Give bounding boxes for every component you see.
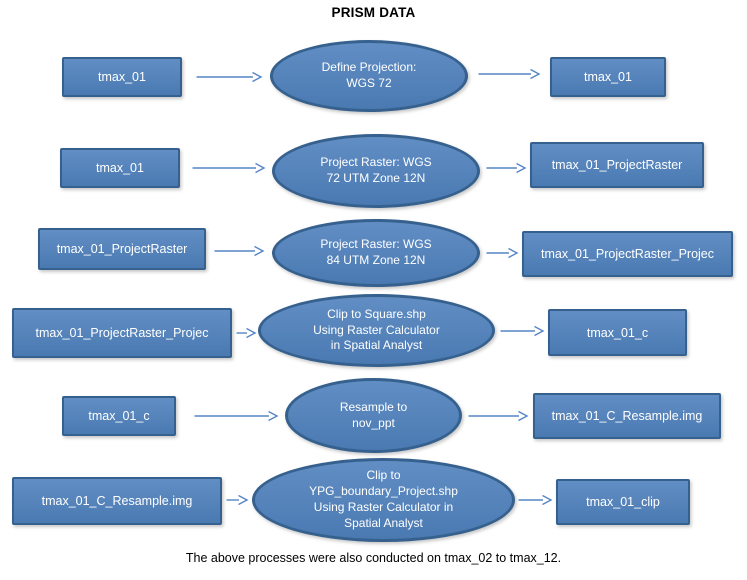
diagram-title: PRISM DATA: [331, 5, 416, 20]
flow-node-input: tmax_01_c: [62, 396, 176, 436]
flow-arrow: [236, 327, 257, 339]
flow-node-input: tmax_01_C_Resample.img: [12, 477, 222, 525]
flow-arrow: [194, 410, 279, 422]
flow-node-process: Resample to nov_ppt: [285, 378, 462, 453]
flow-node-input: tmax_01_ProjectRaster_Projec: [12, 308, 232, 358]
flow-arrow: [468, 410, 529, 422]
flow-arrow: [500, 325, 545, 337]
flow-arrow: [486, 247, 519, 259]
flow-node-output: tmax_01_ProjectRaster_Projec: [522, 231, 733, 277]
flow-node-process: Clip to YPG_boundary_Project.shp Using R…: [252, 458, 515, 542]
flow-node-input: tmax_01: [62, 57, 182, 97]
footer-note: The above processes were also conducted …: [185, 551, 562, 565]
flow-node-process: Clip to Square.shp Using Raster Calculat…: [258, 294, 495, 367]
flow-arrow: [518, 494, 553, 506]
flow-node-output: tmax_01: [550, 57, 666, 97]
flow-node-input: tmax_01: [60, 148, 180, 188]
flow-arrow: [226, 494, 249, 506]
flow-node-process: Project Raster: WGS 72 UTM Zone 12N: [272, 134, 480, 208]
flow-arrow: [196, 71, 263, 83]
flow-node-process: Define Projection: WGS 72: [270, 40, 468, 112]
flow-arrow: [478, 68, 541, 80]
flow-node-process: Project Raster: WGS 84 UTM Zone 12N: [272, 219, 480, 287]
flow-node-output: tmax_01_clip: [556, 479, 690, 525]
flow-arrow: [486, 162, 527, 174]
flow-arrow: [192, 162, 266, 174]
flow-node-input: tmax_01_ProjectRaster: [38, 228, 206, 270]
flow-node-output: tmax_01_ProjectRaster: [530, 142, 704, 188]
flow-node-output: tmax_01_C_Resample.img: [533, 393, 721, 439]
flow-node-output: tmax_01_c: [548, 309, 687, 356]
flow-arrow: [214, 245, 265, 257]
